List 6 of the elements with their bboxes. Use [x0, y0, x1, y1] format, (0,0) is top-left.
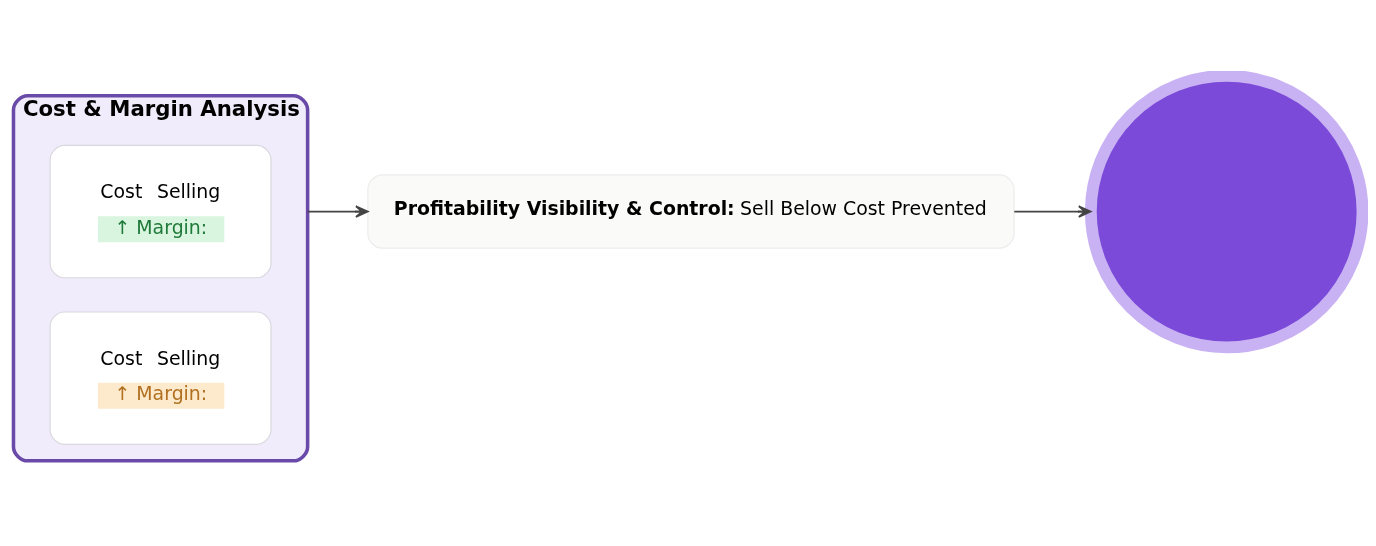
node-box: Cost Selling ↑ Margin: [49, 311, 272, 445]
arrow [306, 205, 369, 218]
node-box: Profitability Visibility & Control: Sell Below Cost Prevented [367, 174, 1015, 249]
node-circle [1084, 71, 1368, 354]
node-box: Cost Selling ↑ Margin: [49, 144, 272, 279]
arrow [1013, 205, 1092, 218]
